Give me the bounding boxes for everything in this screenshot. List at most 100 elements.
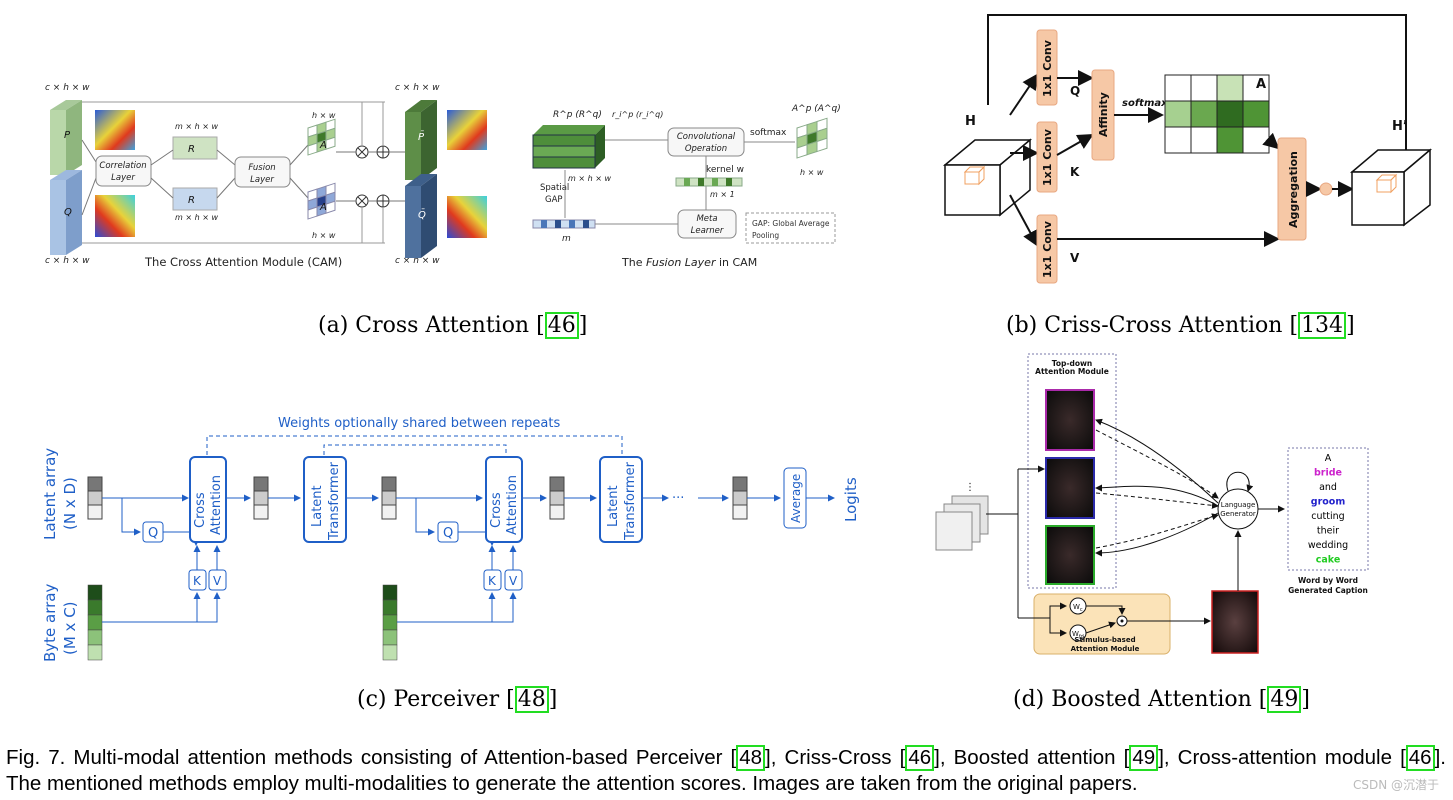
caption-a-text: (a) Cross Attention (318, 313, 537, 338)
latent-transformer-box-2 (599, 456, 643, 543)
caption-word: and (1319, 482, 1337, 493)
heatmap-bottom-left (95, 195, 135, 237)
v-label-2: V (509, 574, 518, 588)
wbw-label-1: Word by Word (1298, 576, 1358, 585)
dims-bottom-right: c × h × w (395, 256, 440, 266)
caption-words-box (1287, 447, 1369, 571)
stim-label-1: Stimulus-based (1074, 636, 1135, 644)
conv-op-label-2: Operation (685, 144, 727, 154)
caption-b-ref[interactable]: 134 (1298, 312, 1347, 340)
conv-q-label: 1x1 Conv (1041, 39, 1054, 97)
lang-gen-label-2: Generator (1220, 510, 1256, 518)
wfd-label: Wfd (1072, 630, 1084, 640)
aq-matrix (307, 182, 336, 220)
latent-array-1 (87, 476, 103, 520)
latent-array-4 (549, 476, 565, 520)
dims-top-left: c × h × w (45, 83, 90, 93)
fig-caption-part-3: , Boosted attention (939, 746, 1124, 769)
caption-word: bride (1314, 468, 1342, 479)
pb-label: P̄ (418, 130, 425, 143)
caption-word: cutting (1311, 511, 1344, 522)
m-hw-top: m × h × w (175, 122, 218, 131)
caption-word: cake (1316, 555, 1341, 566)
ellipsis-label: ··· (672, 491, 684, 506)
panel-criss-cross: H 1x1 Conv 1x1 Conv 1x1 Conv Q K V Affin… (920, 0, 1453, 300)
kernel-w: kernel w (706, 165, 744, 175)
caption-c-ref[interactable]: 48 (514, 686, 549, 714)
k-label: K (1070, 165, 1080, 179)
hw-bottom: h × w (312, 231, 336, 240)
affinity-label: Affinity (1097, 92, 1110, 137)
rp-block (172, 136, 218, 160)
gap-note-2: Pooling (752, 231, 779, 240)
latent-transformer-label-1b: Transformer (327, 461, 342, 541)
multiply-icon-bottom (355, 194, 369, 208)
input-cube-h (942, 138, 1033, 217)
softmax-b: softmax (1122, 98, 1168, 109)
caption-b: (b) Criss-Cross Attention [134] (1006, 312, 1355, 340)
language-generator-node (1217, 488, 1259, 530)
pb-output-block: P̄ (405, 100, 437, 180)
caption-a-ref[interactable]: 46 (544, 312, 579, 340)
cross-attention-diagram: c × h × w c × h × w c × h × w c × h × w … (45, 83, 841, 269)
byte-array-2 (382, 584, 398, 661)
stack-dots: ⋮ (965, 482, 975, 493)
hw-fusion: h × w (800, 168, 824, 177)
attention-image-1 (1045, 389, 1095, 451)
latent-transformer-label-2b: Transformer (623, 461, 638, 541)
wc-label: Wc (1073, 603, 1083, 613)
caption-d-ref[interactable]: 49 (1267, 686, 1302, 714)
latent-transformer-label-1: Latent (310, 485, 325, 527)
correlation-layer-label-2: Layer (111, 173, 135, 183)
caption-word: groom (1311, 497, 1346, 508)
caption-d: (d) Boosted Attention [49] (1013, 686, 1310, 714)
m-x1: m × 1 (710, 190, 735, 199)
kernel-vector (675, 177, 743, 187)
fig-ref-4[interactable]: 46 (1405, 745, 1435, 771)
top-down-label-1: Top-down (1052, 359, 1093, 368)
watermark: CSDN @沉潜于 (1352, 778, 1439, 792)
v-label: V (1070, 251, 1080, 265)
byte-array-label: Byte array (41, 584, 59, 662)
cross-attention-label-1b: Attention (209, 475, 224, 535)
logits-label: Logits (842, 477, 860, 522)
byte-dims-label: (M x C) (61, 601, 79, 655)
qk-output-block: Q̄ (405, 174, 437, 258)
m-label: m (562, 234, 571, 244)
panel-boosted-attention: Top-down Attention Module ⋮ Language Gen… (920, 348, 1453, 678)
qk-label: Q̄ (418, 208, 426, 221)
h-prime-label: H’ (1392, 119, 1408, 134)
conv-q-box (1036, 29, 1058, 106)
dims-top-right: c × h × w (395, 83, 440, 93)
qb-label: Q (64, 207, 72, 218)
fig-ref-2[interactable]: 46 (905, 745, 935, 771)
fig-ref-1[interactable]: 48 (736, 745, 766, 771)
q-label: Q (1070, 84, 1080, 98)
aggregation-label: Aggregation (1287, 151, 1300, 228)
caption-word: A (1325, 453, 1332, 464)
wbw-label-2: Generated Caption (1288, 586, 1368, 595)
fig-caption-part-5: . The mentioned methods employ multi-mod… (6, 746, 1446, 795)
fusion-r-i: r_i^p (r_i^q) (612, 110, 663, 119)
rp-stack (532, 125, 605, 169)
latent-array-label: Latent array (41, 448, 59, 540)
ap-aq-label: A^p (A^q) (791, 104, 841, 114)
fusion-layer-label-1: Fusion (248, 163, 275, 173)
m-vector (532, 219, 596, 229)
fig-ref-3[interactable]: 49 (1129, 745, 1159, 771)
correlation-layer-box (95, 155, 152, 187)
attention-image-2 (1045, 457, 1095, 519)
dims-bottom-left: c × h × w (45, 256, 90, 266)
ap-matrix (307, 118, 336, 156)
latent-array-2 (253, 476, 269, 520)
fig-caption-part-1: Fig. 7. Multi-modal attention methods co… (6, 746, 731, 769)
conv-k-label: 1x1 Conv (1041, 128, 1054, 186)
meta-learner-box (677, 209, 737, 239)
heatmap-top-right (447, 110, 487, 150)
average-label: Average (789, 474, 803, 523)
caption-word: their (1317, 526, 1339, 537)
stim-label-2: Attention Module (1071, 645, 1140, 653)
k-label-1: K (193, 574, 202, 588)
spatial-label: Spatial (540, 183, 569, 193)
add-icon-bottom (376, 194, 390, 208)
